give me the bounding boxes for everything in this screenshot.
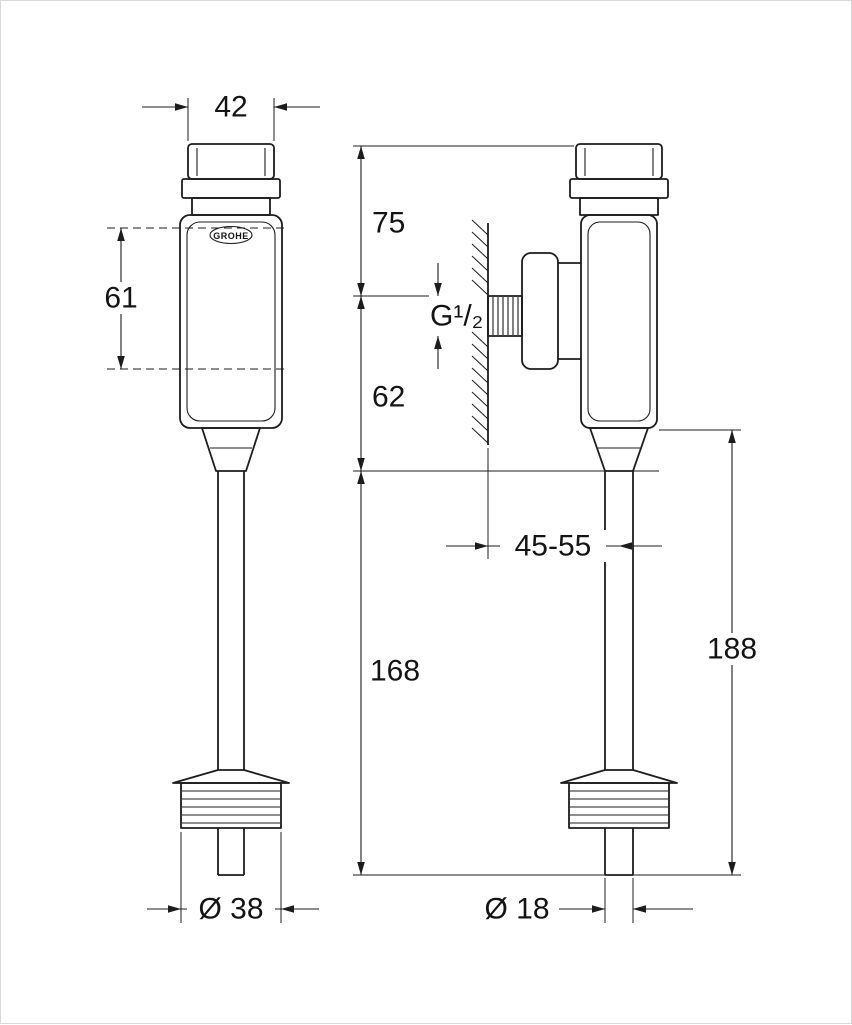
side-neck: [579, 197, 659, 216]
dim-label-45-55: 45-55: [515, 530, 592, 563]
brand-logo-text: GROHE: [213, 231, 249, 241]
dim-wall-distance: 45-55: [446, 448, 662, 563]
front-threaded-nut: [180, 782, 282, 829]
front-collar: [181, 178, 281, 199]
inlet-union-nut: [521, 252, 559, 370]
side-body: [580, 214, 658, 429]
front-pipe-end: [217, 828, 245, 876]
dim-top-width: 42: [142, 91, 320, 141]
front-view: GROHE: [172, 143, 290, 876]
front-push-button: [187, 143, 275, 180]
side-collar: [569, 178, 669, 199]
front-body-cover: [186, 221, 276, 422]
dim-thread-size: G¹/₂: [430, 263, 483, 369]
dim-label-dia38: Ø 38: [198, 893, 263, 926]
dim-label-62: 62: [372, 381, 405, 414]
dim-label-dia18: Ø 18: [484, 893, 549, 926]
dim-mid-section: 62: [357, 296, 405, 471]
side-taper: [589, 427, 649, 472]
side-pipe-end: [604, 828, 634, 876]
dim-overall-lower: 188: [659, 429, 763, 875]
dim-body-height: 61: [99, 227, 284, 370]
front-neck: [191, 197, 271, 216]
front-taper: [201, 427, 261, 472]
front-flush-pipe: [217, 471, 245, 770]
side-view: [471, 143, 678, 876]
inlet-arm: [558, 262, 581, 360]
wall-hatching: [471, 219, 489, 445]
front-body: [179, 214, 283, 429]
side-flush-pipe: [604, 471, 634, 770]
dim-label-188: 188: [707, 633, 757, 666]
front-flange: [172, 769, 290, 784]
dim-pipe-diameter: Ø 18: [484, 878, 693, 926]
dim-pipe-length: 168: [353, 470, 741, 876]
dim-label-75: 75: [372, 207, 405, 240]
dim-nut-diameter: Ø 38: [147, 832, 319, 926]
side-threaded-nut: [568, 782, 670, 829]
dim-label-168: 168: [370, 655, 420, 688]
side-flange: [560, 769, 678, 784]
brand-logo-oval: [209, 225, 253, 245]
dim-label-42: 42: [214, 91, 247, 124]
side-push-button: [575, 143, 663, 180]
inlet-thread: [487, 295, 523, 337]
dim-label-thread: G¹/₂: [430, 300, 483, 333]
side-body-cover: [587, 221, 651, 422]
dim-label-61: 61: [104, 282, 137, 315]
dim-upper-section: 75: [353, 145, 574, 297]
